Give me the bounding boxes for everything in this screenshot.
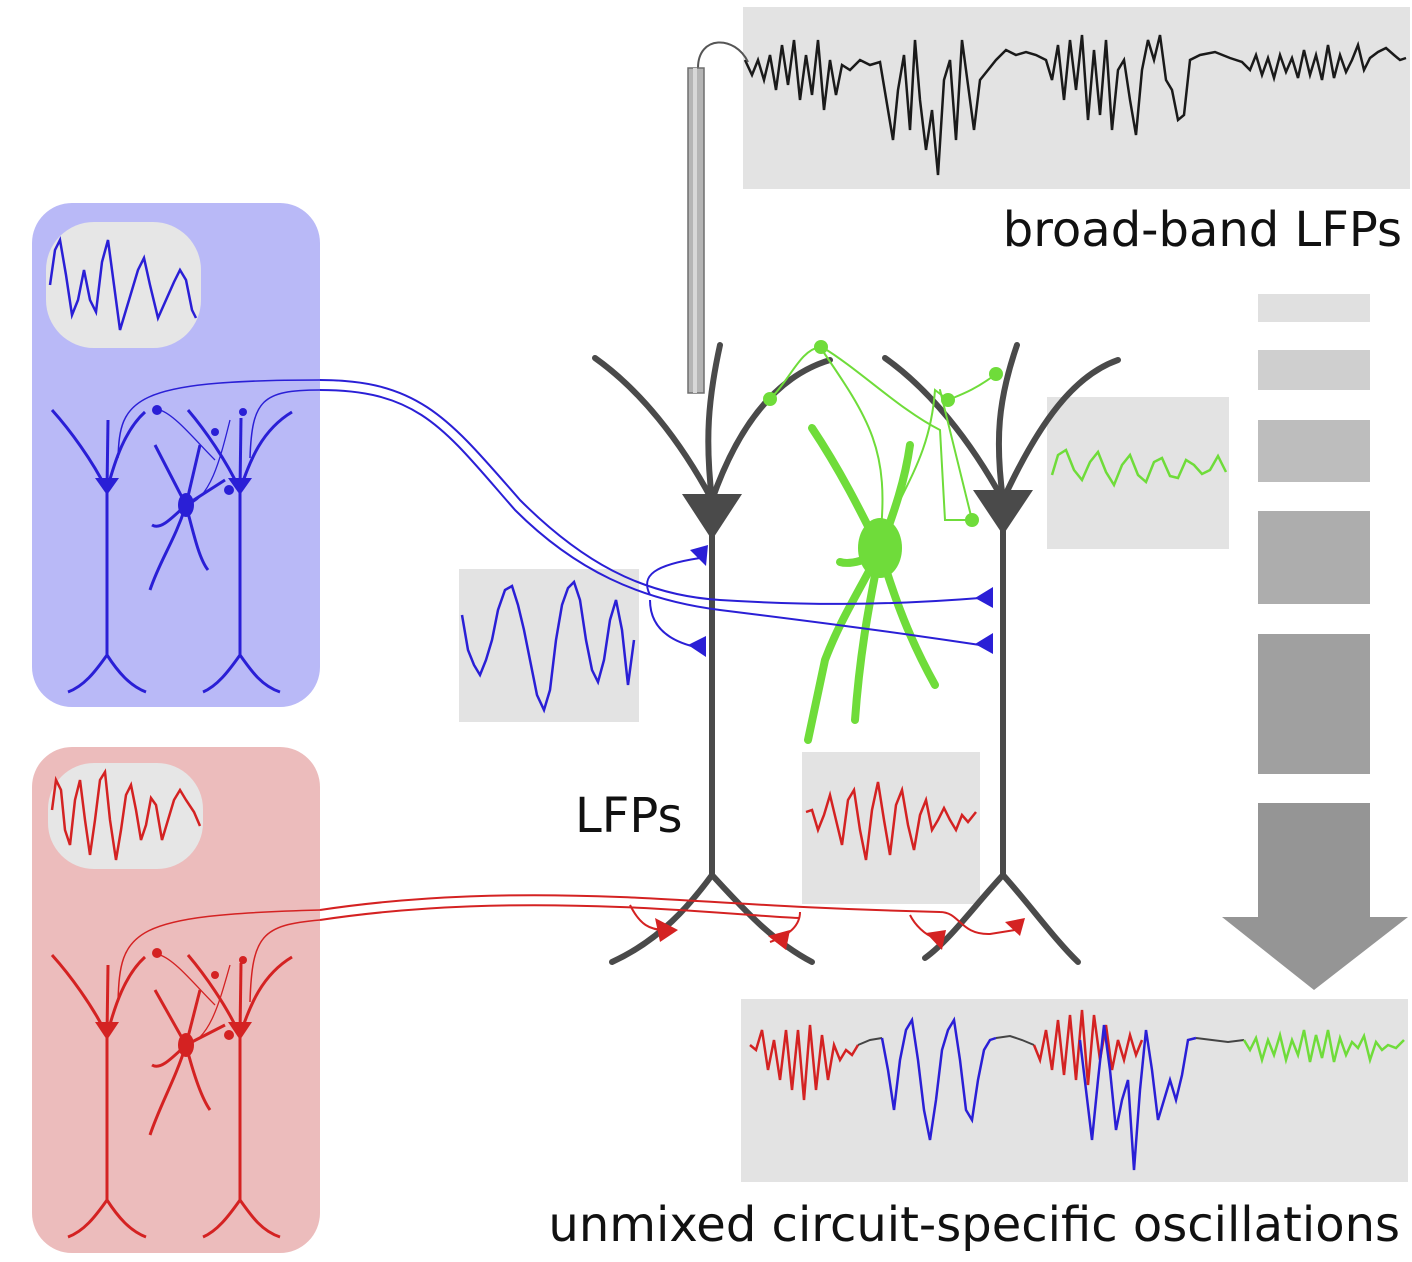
blue-trace-box [459,569,639,722]
unmixed-red-segment-2 [1032,1009,1144,1086]
red-mini-trace-box [48,763,203,869]
broadband-trace-panel [743,7,1410,189]
green-trace-box [1047,397,1229,549]
left-pyramidal-soma [682,494,742,540]
red-mini-trace [50,768,202,861]
blue-circuit-panel [32,203,321,707]
right-pyramidal-soma [973,490,1033,535]
blue-axon-projection [319,379,981,649]
lfps-label: LFPs [575,788,682,844]
unmixed-blue-segment-2 [1078,1024,1197,1171]
central-pyramidal-neurons [592,342,1121,965]
green-interneuron-soma [858,518,902,578]
unmixed-red-segment-1 [749,1024,860,1101]
blue-mini-trace-box [46,222,201,348]
red-trace-box [802,752,980,904]
downward-gradient-arrow-icon [1222,294,1408,990]
unmixed-green-segment [1242,1029,1405,1065]
unmixed-trace-panel [741,999,1408,1182]
unmixed-label: unmixed circuit-specific oscillations [548,1197,1400,1253]
recording-electrode-icon [687,41,749,394]
red-circuit-panel [32,747,321,1253]
unmixed-blue-segment-1 [880,1016,997,1141]
blue-mini-trace [48,236,198,331]
broadband-label: broad-band LFPs [1003,202,1402,258]
